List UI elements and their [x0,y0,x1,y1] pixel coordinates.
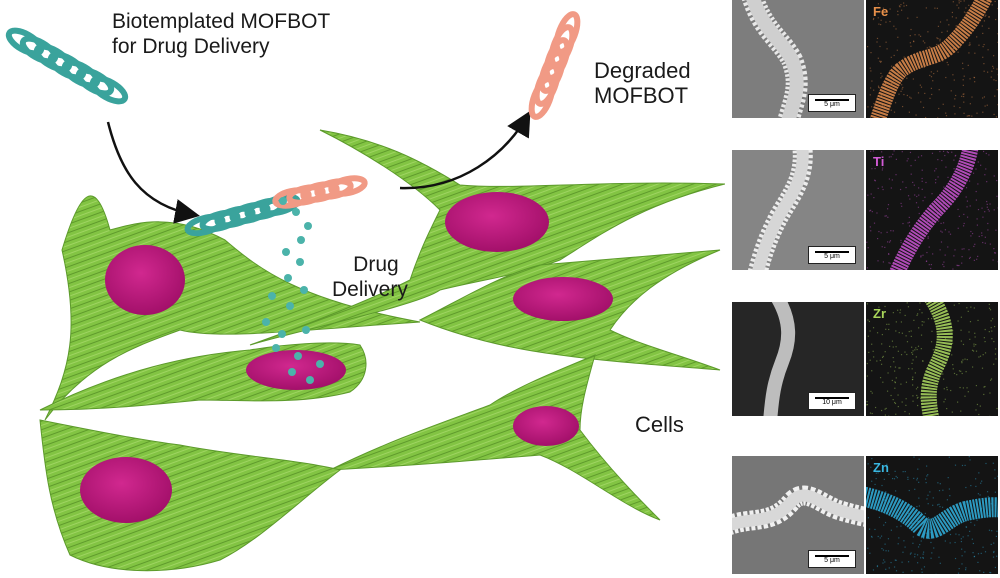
drug-particle [296,258,304,266]
drug-particle [294,352,302,360]
nucleus [513,277,613,321]
biotemplated-line2: for Drug Delivery [112,35,270,58]
salmon-helix-icon [528,11,581,120]
nucleus [246,350,346,390]
drug-particle [297,236,305,244]
sem-panel-fe: 5 μm [732,0,864,118]
sem-panel-ti: 5 μm [732,150,864,270]
sem-panel-zr: 10 μm [732,302,864,416]
drug-particle [306,376,314,384]
drug-particle [279,197,287,205]
drug-particle [300,286,308,294]
drug-particle [284,274,292,282]
drug-particle [316,360,324,368]
teal-helix-icon [5,27,129,105]
biotemplated-line1: Biotemplated MOFBOT [112,10,331,33]
drug-line1: Drug [353,253,399,276]
degraded-label: Degraded MOFBOT [594,58,691,108]
sem-panel-zn: 5 μm [732,456,864,574]
drug-particle [302,326,310,334]
nucleus-group [80,192,613,523]
drug-particle [288,368,296,376]
drug-line2: Delivery [332,278,408,301]
eds-map-zn: Zn [866,456,998,574]
degraded-line2: MOFBOT [594,83,689,108]
drug-particle [304,222,312,230]
cell-bottom-left [39,419,342,572]
element-label-ti: Ti [873,154,885,169]
cells-label: Cells [635,412,684,437]
element-label-zr: Zr [873,306,886,321]
arrow-to-delivery [106,121,200,224]
eds-map-ti: Ti [866,150,998,270]
eds-map-zr: Zr [866,302,998,416]
scale-bar: 5 μm [808,94,856,112]
salmon-helix-icon [272,175,368,209]
biotemplated-label: Biotemplated MOFBOT for Drug Delivery [112,9,330,59]
eds-map-fe: Fe [866,0,998,118]
drug-particles [262,197,324,384]
nucleus [105,245,185,315]
nucleus [513,406,579,446]
mofbot-illustration [5,11,725,572]
drug-particle [286,302,294,310]
drug-particle [292,208,300,216]
cell-bottom-right [329,354,661,521]
arrow-to-degraded [399,110,531,190]
nucleus [80,457,172,523]
element-label-fe: Fe [873,4,889,19]
nucleus [445,192,549,252]
drug-particle [268,292,276,300]
drug-particle [282,248,290,256]
drug-particle [262,318,270,326]
scale-bar: 5 μm [808,550,856,568]
degraded-line1: Degraded [594,58,691,83]
element-label-zn: Zn [873,460,889,475]
scale-bar: 5 μm [808,246,856,264]
drug-particle [278,330,286,338]
drug-particle [272,344,280,352]
scale-bar: 10 μm [808,392,856,410]
drug-delivery-label: Drug Delivery [332,252,408,302]
